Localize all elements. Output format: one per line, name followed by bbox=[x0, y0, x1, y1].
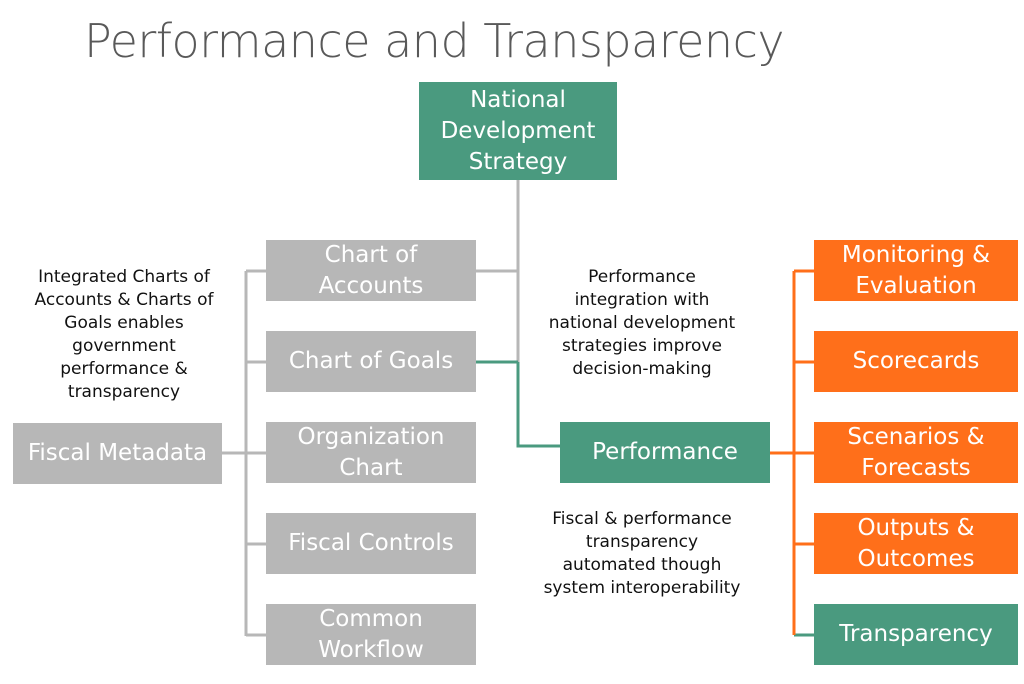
node-monitoring-evaluation-label: Monitoring & Evaluation bbox=[841, 241, 991, 299]
node-common-workflow-label: Common Workflow bbox=[318, 605, 424, 663]
node-fiscal-controls-label: Fiscal Controls bbox=[288, 530, 454, 556]
node-performance: Performance bbox=[560, 422, 770, 483]
connector-performance bbox=[516, 362, 560, 448]
node-chart-of-accounts-label: Chart of Accounts bbox=[318, 241, 424, 299]
note-performance-integration: Performance integration with national de… bbox=[548, 267, 736, 379]
note-integrated-charts: Integrated Charts of Accounts & Charts o… bbox=[34, 267, 214, 402]
node-common-workflow: Common Workflow bbox=[266, 604, 476, 665]
node-chart-of-accounts: Chart of Accounts bbox=[266, 240, 476, 301]
node-fiscal-controls: Fiscal Controls bbox=[266, 513, 476, 574]
node-fiscal-metadata-label: Fiscal Metadata bbox=[27, 440, 208, 466]
node-performance-label: Performance bbox=[592, 439, 738, 465]
node-scenarios-forecasts-label: Scenarios & Forecasts bbox=[847, 423, 985, 481]
page-title: Performance and Transparency bbox=[84, 14, 785, 68]
node-national-development-strategy-label: National Development Strategy bbox=[440, 86, 596, 175]
node-chart-of-goals-label: Chart of Goals bbox=[288, 348, 454, 374]
node-organization-chart: Organization Chart bbox=[266, 422, 476, 483]
node-national-development-strategy: National Development Strategy bbox=[419, 82, 617, 180]
node-outputs-outcomes-label: Outputs & Outcomes bbox=[857, 514, 975, 572]
node-scorecards-label: Scorecards bbox=[852, 348, 980, 374]
note-fiscal-transparency: Fiscal & performance transparency automa… bbox=[543, 509, 741, 598]
node-outputs-outcomes: Outputs & Outcomes bbox=[814, 513, 1018, 574]
node-scorecards: Scorecards bbox=[814, 331, 1018, 392]
node-transparency: Transparency bbox=[814, 604, 1018, 665]
node-monitoring-evaluation: Monitoring & Evaluation bbox=[814, 240, 1018, 301]
node-chart-of-goals: Chart of Goals bbox=[266, 331, 476, 392]
node-transparency-label: Transparency bbox=[839, 621, 993, 647]
node-organization-chart-label: Organization Chart bbox=[297, 423, 445, 481]
node-fiscal-metadata: Fiscal Metadata bbox=[13, 423, 222, 484]
node-scenarios-forecasts: Scenarios & Forecasts bbox=[814, 422, 1018, 483]
